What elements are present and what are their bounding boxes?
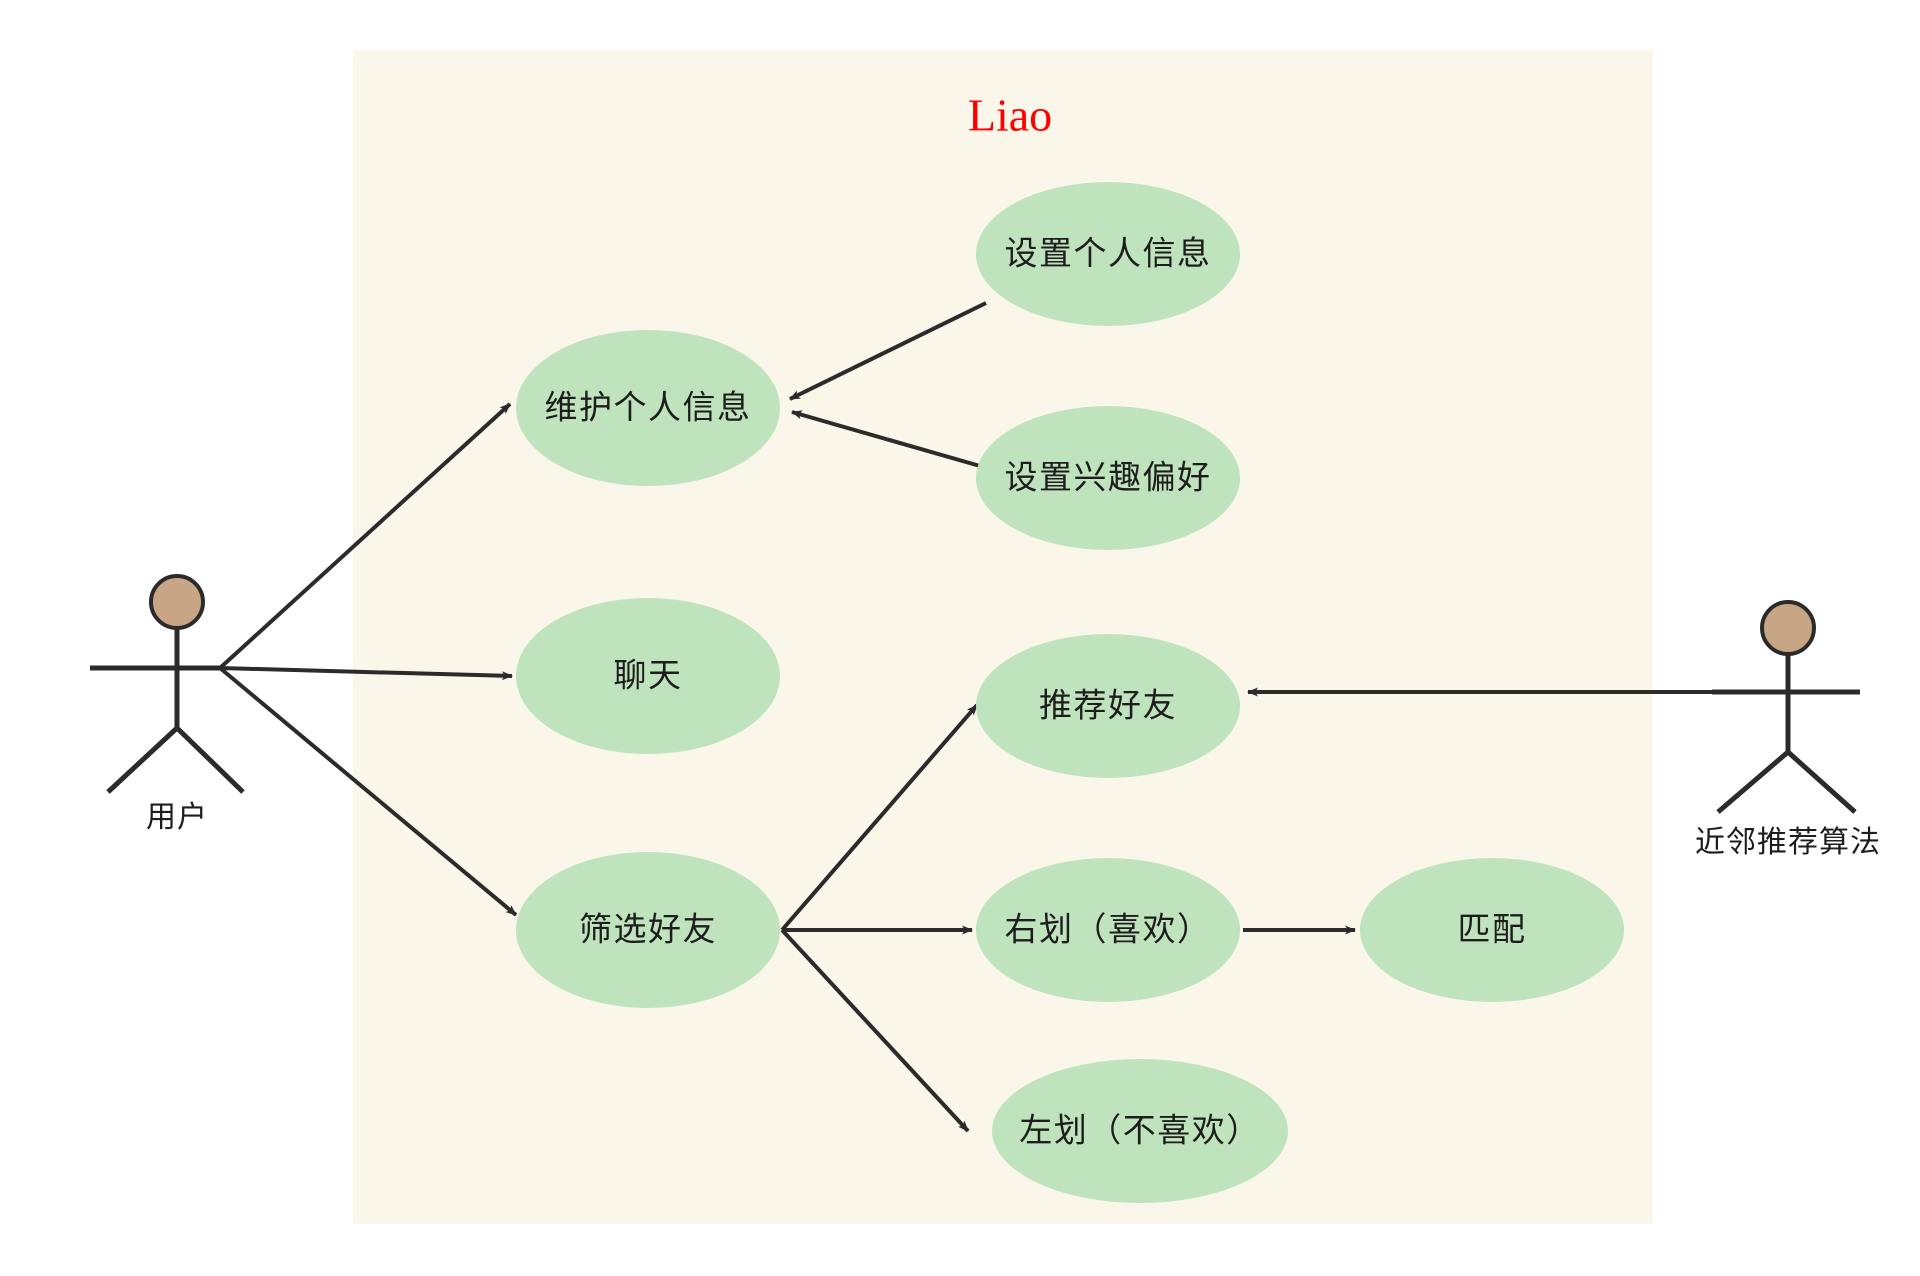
uc-chat[interactable]: 聊天 bbox=[516, 598, 780, 754]
actor-algorithm-leg-r bbox=[1786, 750, 1857, 814]
uc-set-interest-ellipse[interactable] bbox=[976, 406, 1240, 550]
conn-setprofile-maintain bbox=[789, 301, 987, 401]
actor-algorithm[interactable]: 近邻推荐算法 bbox=[1695, 600, 1881, 859]
conn-user-chat bbox=[219, 666, 513, 681]
actor-user[interactable]: 用户 bbox=[90, 574, 245, 834]
uc-set-profile-label: 设置个人信息 bbox=[1005, 235, 1212, 272]
actor-algorithm-label: 近邻推荐算法 bbox=[1695, 826, 1881, 859]
uc-swipe-right[interactable]: 右划（喜欢） bbox=[976, 858, 1240, 1002]
uc-set-interest[interactable]: 设置兴趣偏好 bbox=[976, 406, 1240, 550]
actor-user-leg-r bbox=[175, 726, 245, 794]
conn-user-maintain bbox=[218, 402, 512, 670]
conn-filter-recommend bbox=[780, 703, 979, 932]
actor-algorithm-head-icon bbox=[1760, 600, 1816, 656]
uc-filter[interactable]: 筛选好友 bbox=[516, 852, 780, 1008]
uc-swipe-left-label: 左划（不喜欢） bbox=[1019, 1112, 1261, 1149]
uc-set-interest-label: 设置兴趣偏好 bbox=[1005, 459, 1212, 496]
uc-recommend-ellipse[interactable] bbox=[976, 634, 1240, 778]
uc-swipe-right-label: 右划（喜欢） bbox=[1005, 911, 1212, 948]
uc-maintain-profile[interactable]: 维护个人信息 bbox=[516, 330, 780, 486]
uc-recommend[interactable]: 推荐好友 bbox=[976, 634, 1240, 778]
uc-swipe-left-ellipse[interactable] bbox=[992, 1059, 1288, 1203]
uc-set-profile[interactable]: 设置个人信息 bbox=[976, 182, 1240, 326]
uc-match[interactable]: 匹配 bbox=[1360, 858, 1624, 1002]
uc-match-label: 匹配 bbox=[1458, 911, 1527, 948]
conn-user-filter bbox=[218, 666, 518, 917]
uc-filter-label: 筛选好友 bbox=[579, 911, 717, 948]
conn-filter-swipeleft bbox=[780, 928, 970, 1133]
actor-algorithm-leg-l bbox=[1716, 750, 1790, 814]
connections-layer bbox=[218, 301, 1773, 1133]
conn-setinterest-maintain bbox=[791, 410, 981, 468]
uc-swipe-left[interactable]: 左划（不喜欢） bbox=[992, 1059, 1288, 1203]
uc-recommend-label: 推荐好友 bbox=[1039, 687, 1177, 724]
actor-user-leg-l bbox=[106, 726, 179, 794]
system-title: Liao bbox=[968, 90, 1052, 141]
uc-maintain-profile-ellipse[interactable] bbox=[516, 330, 780, 486]
actor-user-label: 用户 bbox=[146, 801, 208, 834]
uc-maintain-profile-label: 维护个人信息 bbox=[545, 389, 752, 426]
actor-user-head-icon bbox=[149, 574, 205, 630]
uc-filter-ellipse[interactable] bbox=[516, 852, 780, 1008]
uc-swipe-right-ellipse[interactable] bbox=[976, 858, 1240, 1002]
uc-set-profile-ellipse[interactable] bbox=[976, 182, 1240, 326]
uc-chat-label: 聊天 bbox=[614, 657, 683, 694]
uc-match-ellipse[interactable] bbox=[1360, 858, 1624, 1002]
uc-chat-ellipse[interactable] bbox=[516, 598, 780, 754]
